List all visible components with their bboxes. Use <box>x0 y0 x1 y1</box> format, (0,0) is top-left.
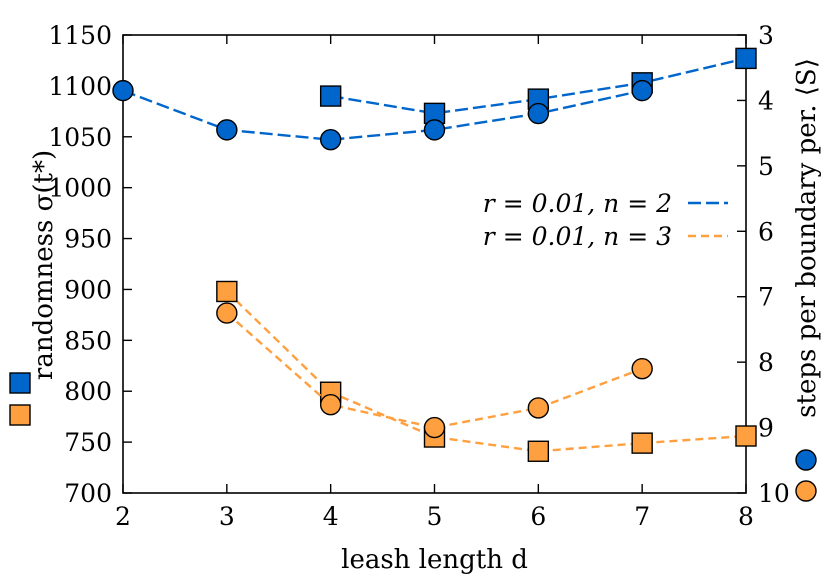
series-line-orange-circle <box>226 312 643 429</box>
data-point-circle-blue <box>527 102 550 125</box>
data-point-square-orange <box>216 280 238 303</box>
x-tick-label: 2 <box>115 502 131 531</box>
data-point-circle-blue <box>631 79 653 102</box>
x-tick-label: 6 <box>530 502 546 531</box>
y-right-tick-label: 10 <box>758 479 790 508</box>
y-left-tick-label: 1050 <box>48 123 112 152</box>
y-left-tick-label: 850 <box>64 326 112 355</box>
y-left-tick-label: 750 <box>64 428 112 457</box>
data-point-circle-blue <box>216 119 238 141</box>
right-axis-key-circle-blue <box>795 449 817 471</box>
data-point-circle-blue <box>319 128 342 151</box>
data-point-circle-orange <box>216 302 238 324</box>
data-point-circle-orange <box>423 416 446 439</box>
data-point-circle-orange <box>319 393 342 416</box>
y-left-axis-title: randomness σ(t*) <box>29 150 59 380</box>
y-left-tick-label: 1100 <box>48 72 112 101</box>
data-point-square-orange <box>735 425 757 447</box>
x-tick-label: 3 <box>219 502 235 531</box>
x-tick-label: 4 <box>323 502 339 531</box>
y-left-tick-label: 700 <box>64 479 112 508</box>
x-tick-label: 7 <box>634 502 650 531</box>
data-point-circle-orange <box>527 397 550 419</box>
y-right-tick-label: 7 <box>758 283 774 312</box>
data-point-square-blue <box>735 47 757 70</box>
legend: r = 0.01, n = 2 r = 0.01, n = 3 <box>483 189 728 251</box>
data-point-square-orange <box>527 440 550 462</box>
left-axis-key-square-orange <box>9 404 31 426</box>
right-axis-key-circle-orange <box>795 480 817 502</box>
axis-titles: leash length d randomness σ(t*) steps per … <box>9 58 822 575</box>
y-right-tick-label: 8 <box>758 348 774 377</box>
y-right-tick-label: 3 <box>758 21 774 50</box>
y-right-axis-title: steps per boundary per. ⟨S⟩ <box>792 58 822 418</box>
series-line-orange-square <box>225 290 747 453</box>
x-tick-label: 5 <box>427 502 443 531</box>
legend-label: r = 0.01, n = 3 <box>483 222 672 251</box>
legend-label: r = 0.01, n = 2 <box>483 189 672 218</box>
data-point-square-blue <box>319 85 342 107</box>
y-left-tick-label: 950 <box>64 225 112 254</box>
left-axis-key-square-blue <box>9 372 31 394</box>
ticks: 2 3 4 5 6 7 8 700 750 800 850 900 950 1000 1050 1100 115… <box>48 21 789 531</box>
series-line-blue-circle <box>122 89 643 141</box>
y-right-tick-label: 5 <box>758 152 774 181</box>
x-axis-title: leash length d <box>341 545 528 575</box>
data-point-circle-orange <box>631 357 653 380</box>
data-point-square-orange <box>631 432 653 454</box>
y-left-tick-label: 900 <box>64 275 112 304</box>
y-right-tick-label: 6 <box>758 217 774 246</box>
y-right-tick-label: 4 <box>758 86 774 115</box>
data-point-circle-blue <box>112 79 134 102</box>
y-left-tick-label: 1150 <box>48 21 112 50</box>
series-layer <box>112 47 757 462</box>
x-tick-label: 8 <box>738 502 754 531</box>
data-point-circle-blue <box>423 119 446 141</box>
y-right-tick-label: 9 <box>758 414 774 443</box>
y-left-tick-label: 800 <box>64 377 112 406</box>
y-left-tick-label: 1000 <box>48 174 112 203</box>
